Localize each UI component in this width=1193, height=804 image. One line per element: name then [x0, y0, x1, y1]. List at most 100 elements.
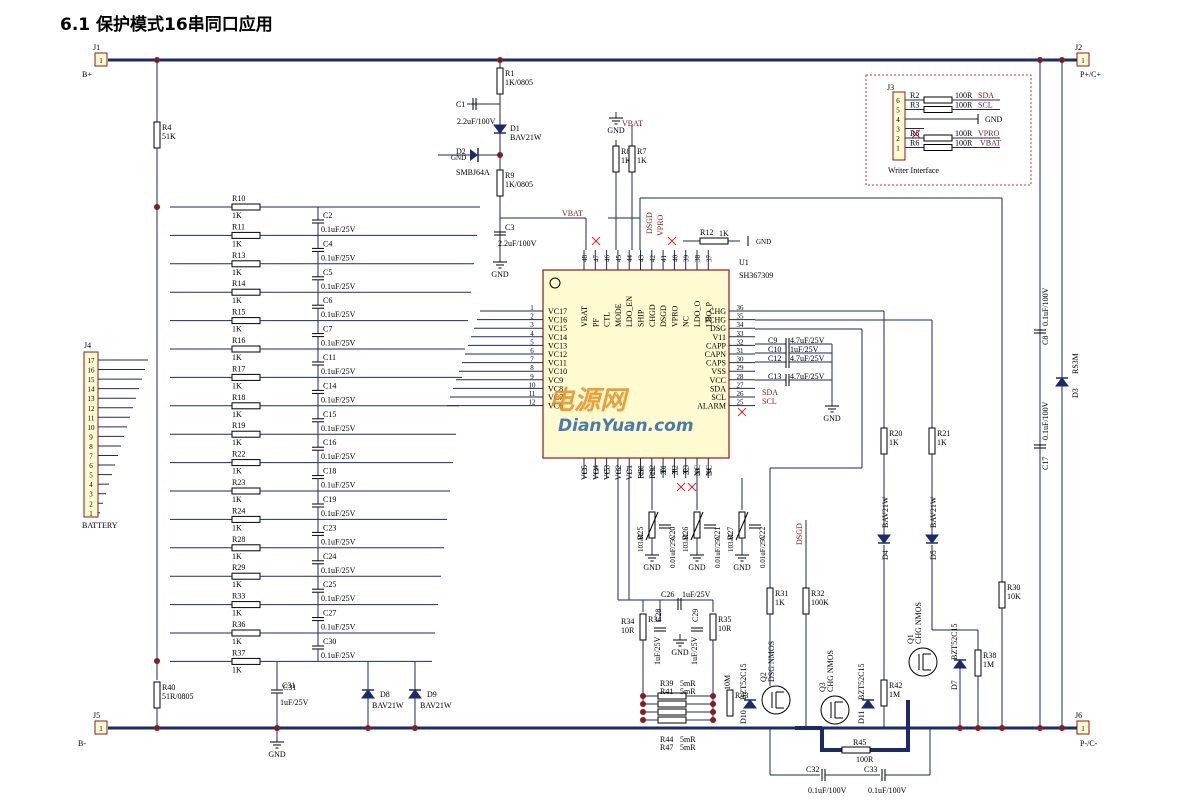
ic-pin-name: CHG: [709, 307, 726, 316]
resistor-body: [880, 679, 888, 707]
resistor-value: 1K: [232, 609, 242, 618]
diode-symbol: [361, 689, 375, 699]
resistor-body: [880, 427, 888, 455]
resistor-body: [153, 681, 161, 709]
diode-value: BZT52C15: [950, 624, 959, 660]
resistor-value: 1K: [232, 467, 242, 476]
net-label-sda: SDA: [762, 388, 778, 397]
resistor-value: 10K: [1007, 592, 1021, 601]
resistor-body: [231, 657, 261, 665]
cap-value: 1uF/25V: [790, 345, 819, 354]
cap-value: 0.1uF/25V: [321, 566, 356, 575]
junction-dot: [975, 725, 981, 731]
resistor-body: [231, 345, 261, 353]
diode-ref: D10: [739, 710, 748, 724]
cap-ref: C26: [661, 590, 674, 599]
ic-pin-num: 43: [638, 255, 646, 263]
resistor-value: 1K: [889, 438, 899, 447]
ic-pin-name: CAPN: [705, 350, 727, 359]
resistor-value: 100R: [856, 755, 874, 764]
ic-pin-num: 14: [592, 468, 600, 476]
cap-ref: C30: [323, 637, 336, 646]
ic-pin-name: CAPS: [706, 359, 726, 368]
resistor-body: [974, 649, 982, 677]
ic-pin-name: VSS: [711, 367, 726, 376]
diode-symbol: [1055, 377, 1069, 387]
cap-ref: C3: [505, 223, 514, 232]
resistor-value: 5mR: [680, 687, 696, 696]
ic-pin-num: 24: [705, 468, 713, 476]
resistor-value: 1K: [232, 381, 242, 390]
battery-pin: 11: [88, 414, 95, 422]
gnd-label: GND: [756, 238, 771, 246]
ic-pin-num: 3: [530, 321, 534, 329]
ic-pin-num: 27: [737, 381, 745, 389]
ic-pin-name: NC: [682, 316, 691, 327]
resistor-value: 10M: [723, 675, 732, 690]
resistor-value: 103AT: [727, 532, 735, 552]
writer-pin: 3: [896, 126, 900, 134]
resistor-ref: R34: [648, 615, 661, 624]
ic-pin-num: 34: [737, 321, 745, 329]
resistor-ref: R14: [232, 279, 245, 288]
resistor-body: [612, 145, 620, 173]
ic-pin-name: RS1: [637, 465, 646, 479]
connector-ref: J6: [1075, 711, 1082, 720]
junction-dot: [640, 701, 646, 707]
ic-pin-name: ALARM: [697, 402, 726, 411]
ic-pin-num: 17: [626, 468, 634, 476]
cap-value: 0.1uF/100V: [1041, 287, 1050, 326]
net-label-vbat: VBAT: [622, 119, 643, 128]
cap-ref: C1: [456, 100, 465, 109]
ic-pin-num: 28: [737, 373, 745, 381]
connector-pin: 1: [1081, 725, 1085, 733]
ic-pin-name: VC2: [614, 465, 623, 480]
cap-ref: C28: [654, 609, 663, 622]
resistor-body: [928, 427, 936, 455]
watermark-logo: 电源网: [548, 386, 627, 416]
resistor-value: 1K: [232, 438, 242, 447]
writer-ref: J3: [887, 83, 894, 92]
resistor-body: [231, 544, 261, 552]
ic-pin-num: 42: [649, 255, 657, 263]
ic-pin-name: PCHG: [705, 316, 727, 325]
resistor-value: 1K: [775, 598, 785, 607]
cap-value: 0.1uF/25V: [321, 537, 356, 546]
resistor-ref: R12: [700, 228, 713, 237]
resistor-ref: R15: [232, 308, 245, 317]
junction-dot: [710, 709, 716, 715]
ic-part: SH367309: [739, 271, 773, 280]
cap-value: 4.7uF/25V: [790, 354, 825, 363]
net-label: B-: [78, 739, 86, 748]
cap-ref: C4: [323, 239, 332, 248]
battery-connector: [83, 351, 99, 518]
resistor-ref: R30: [1007, 583, 1020, 592]
net-label: P-/C-: [1080, 739, 1098, 748]
cap-value: 0.1uF/25V: [321, 452, 356, 461]
battery-pin: 4: [89, 481, 93, 489]
battery-pin: 1: [89, 510, 93, 518]
junction-dot: [957, 725, 963, 731]
resistor-body: [923, 96, 953, 104]
cap-value: 0.01uF/25V: [759, 534, 767, 568]
ic-pin-name: T2: [670, 465, 679, 474]
junction-dot: [710, 717, 716, 723]
resistor-value: 5mR: [680, 735, 696, 744]
resistor-ref: R42: [889, 681, 902, 690]
ic-pin-name: SHIP: [637, 309, 646, 327]
page-title: 6.1 保护模式16串同口应用: [60, 15, 273, 35]
resistor-ref: R40: [162, 683, 175, 692]
ic-pin-num: 15: [604, 468, 612, 476]
ic-pin-name: NC: [704, 465, 713, 476]
resistor-ref: R10: [232, 194, 245, 203]
cap-ref: C17: [1041, 457, 1050, 470]
no-connect-mark: [911, 129, 921, 139]
cap-ref: C6: [323, 296, 332, 305]
cap-ref: C23: [323, 523, 336, 532]
cap-ref: C13: [768, 372, 781, 381]
resistor-ref: R4: [162, 123, 171, 132]
junction-dot: [365, 725, 371, 731]
resistor-value: 1K: [232, 353, 242, 362]
ic-pin-name: VC8: [548, 384, 563, 393]
cap-ref: C19: [323, 495, 336, 504]
